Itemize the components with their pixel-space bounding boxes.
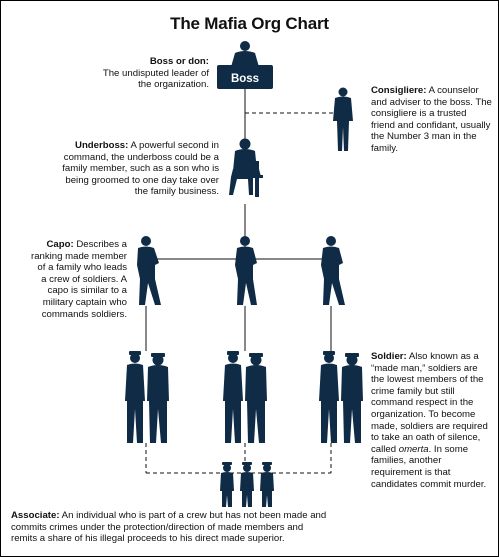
underboss-figure-icon: [229, 138, 263, 197]
soldier-pair-center-icon: [223, 351, 267, 443]
underboss-desc: A powerful second in command, the underb…: [62, 140, 219, 198]
boss-description: Boss or don: The undisputed leader of th…: [101, 56, 209, 91]
boss-badge: Boss: [231, 73, 259, 85]
associate-desc: An individual who is part of a crew but …: [11, 510, 327, 545]
consigliere-desc: A counselor and adviser to the boss. The…: [371, 85, 492, 154]
consigliere-figure-icon: [333, 87, 353, 151]
chart-title: The Mafia Org Chart: [170, 14, 329, 33]
associate-label: Associate:: [11, 510, 60, 521]
consigliere-label: Consigliere:: [371, 85, 427, 96]
soldier-desc-em: omerta: [398, 443, 429, 455]
underboss-label: Underboss:: [75, 140, 129, 151]
capo-desc: Describes a ranking made member of a fam…: [31, 239, 127, 320]
boss-label: Boss or don:: [149, 56, 209, 67]
capo-description: Capo: Describes a ranking made member of…: [31, 239, 127, 320]
consigliere-description: Consigliere: A counselor and adviser to …: [371, 85, 493, 155]
underboss-description: Underboss: A powerful second in command,…: [59, 140, 219, 198]
associate-group-icon: [220, 462, 274, 507]
soldier-desc-2: . In some families, another requirement …: [371, 443, 487, 490]
soldier-description: Soldier: Also known as a “made man,” sol…: [371, 351, 493, 490]
soldier-desc-1: Also known as a “made man,” soldiers are…: [371, 351, 488, 455]
capo-figure-left-icon: [137, 236, 161, 305]
soldier-pair-left-icon: [125, 351, 169, 443]
capo-label: Capo:: [46, 239, 74, 250]
associate-description: Associate: An individual who is part of …: [11, 510, 329, 545]
boss-figure-icon: Boss: [217, 41, 273, 89]
capo-figure-center-icon: [235, 236, 257, 305]
soldier-label: Soldier:: [371, 351, 407, 362]
soldier-pair-right-icon: [319, 351, 363, 443]
capo-figure-right-icon: [321, 236, 345, 305]
boss-desc: The undisputed leader of the organizatio…: [102, 67, 209, 91]
